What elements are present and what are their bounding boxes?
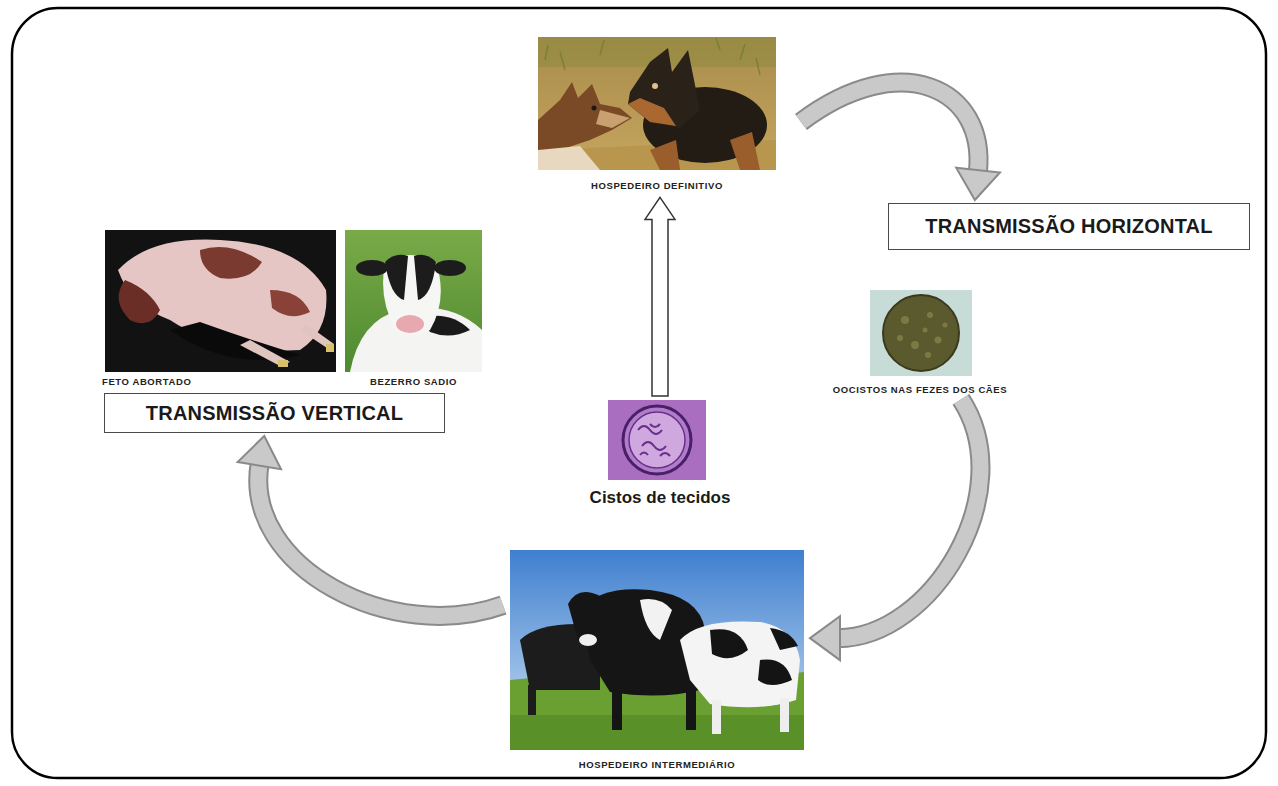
photo-caption-group: FETO ABORTADO xyxy=(102,230,339,387)
oocyst-caption-group: OOCISTOS NAS FEZES DOS CÃES xyxy=(792,288,1048,395)
arrow-outline xyxy=(838,399,980,638)
transmission-box: TRANSMISSÃO VERTICAL xyxy=(104,393,445,433)
host-caption-group: HOSPEDEIRO DEFINITIVO xyxy=(517,37,797,191)
arrow-head xyxy=(810,616,840,660)
image-caption: HOSPEDEIRO DEFINITIVO xyxy=(517,180,797,191)
frame-border xyxy=(12,8,1266,778)
host-caption-group: HOSPEDEIRO INTERMEDIÁRIO xyxy=(507,550,807,770)
hollow-arrow xyxy=(645,197,675,396)
healthy-calf-photo xyxy=(345,230,482,372)
definitive-host-photo xyxy=(538,37,776,170)
curved-arrow xyxy=(238,436,503,616)
box-label: TRANSMISSÃO HORIZONTAL xyxy=(925,215,1212,238)
image-caption: OOCISTOS NAS FEZES DOS CÃES xyxy=(792,384,1048,395)
arrow-head xyxy=(238,436,281,469)
aborted-fetus-photo xyxy=(105,230,336,372)
oocyst-micrograph xyxy=(870,290,972,376)
photo-caption-group: BEZERRO SADIO xyxy=(342,230,485,387)
arrow-body xyxy=(258,464,503,616)
arrow-shape xyxy=(645,197,675,396)
arrow-head xyxy=(956,168,1000,200)
curved-arrow xyxy=(801,83,1000,200)
image-caption: Cistos de tecidos xyxy=(557,488,763,508)
arrow-body xyxy=(801,83,979,173)
box-label: TRANSMISSÃO VERTICAL xyxy=(146,402,403,425)
transmission-box: TRANSMISSÃO HORIZONTAL xyxy=(888,203,1250,250)
arrow-outline xyxy=(801,83,979,173)
image-caption: HOSPEDEIRO INTERMEDIÁRIO xyxy=(507,759,807,770)
arrow-outline xyxy=(258,464,503,616)
curved-arrow xyxy=(810,399,980,660)
cattle-photo xyxy=(510,550,804,750)
image-caption: BEZERRO SADIO xyxy=(342,376,485,387)
image-caption: FETO ABORTADO xyxy=(102,376,339,387)
arrow-body xyxy=(838,399,980,638)
cyst-caption-group: Cistos de tecidos xyxy=(557,400,763,508)
tissue-cyst-micrograph xyxy=(608,400,706,480)
